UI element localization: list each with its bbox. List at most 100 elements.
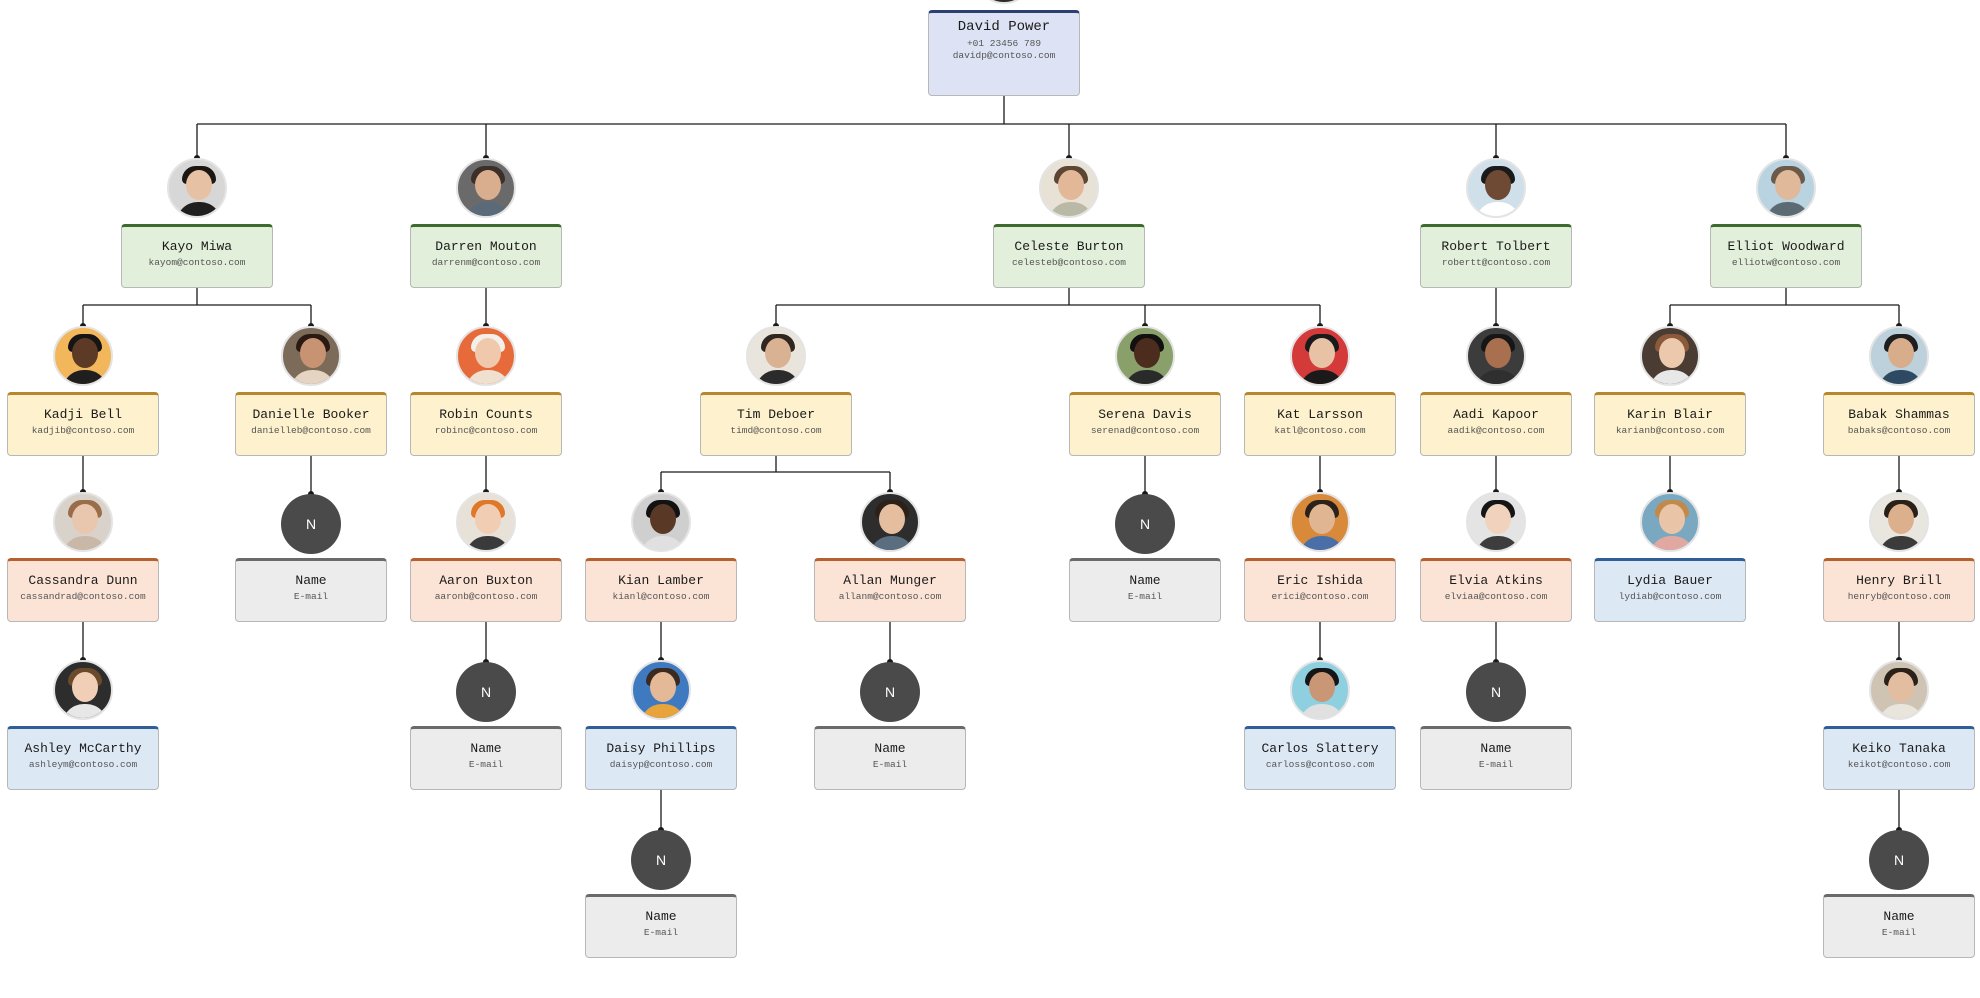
avatar-photo xyxy=(1466,492,1526,552)
avatar-photo xyxy=(1466,158,1526,218)
person-email: timd@contoso.com xyxy=(730,425,822,436)
person-name: Name xyxy=(1883,909,1915,924)
person-card[interactable]: Kat Larsson katl@contoso.com xyxy=(1244,392,1396,456)
person-email: elviaa@contoso.com xyxy=(1444,591,1548,602)
person-name: Kat Larsson xyxy=(1277,407,1363,422)
person-name: Kian Lamber xyxy=(618,573,704,588)
person-name: Serena Davis xyxy=(1098,407,1192,422)
avatar-photo xyxy=(167,158,227,218)
person-name: David Power xyxy=(957,19,1051,35)
avatar-photo xyxy=(1115,326,1175,386)
person-email: aadik@contoso.com xyxy=(1447,425,1545,436)
avatar-photo xyxy=(1869,660,1929,720)
person-email: kianl@contoso.com xyxy=(612,591,710,602)
person-email: ashleym@contoso.com xyxy=(28,759,138,770)
person-email: cassandrad@contoso.com xyxy=(20,591,146,602)
avatar-photo xyxy=(53,492,113,552)
avatar-photo xyxy=(860,492,920,552)
person-card[interactable]: Elvia Atkins elviaa@contoso.com xyxy=(1420,558,1572,622)
avatar-photo xyxy=(631,660,691,720)
person-card[interactable]: Serena Davis serenad@contoso.com xyxy=(1069,392,1221,456)
person-email: davidp@contoso.com xyxy=(952,50,1056,61)
person-name: Name xyxy=(470,741,502,756)
person-email: E-mail xyxy=(643,927,679,938)
person-email: elliotw@contoso.com xyxy=(1731,257,1841,268)
avatar-photo xyxy=(456,158,516,218)
placeholder-avatar: N xyxy=(281,494,341,554)
person-card[interactable]: Elliot Woodward elliotw@contoso.com xyxy=(1710,224,1862,288)
person-card[interactable]: Cassandra Dunn cassandrad@contoso.com xyxy=(7,558,159,622)
person-name: Name xyxy=(1129,573,1161,588)
person-card[interactable]: Danielle Booker danielleb@contoso.com xyxy=(235,392,387,456)
person-email: E-mail xyxy=(468,759,504,770)
person-email: serenad@contoso.com xyxy=(1090,425,1200,436)
person-email: carloss@contoso.com xyxy=(1265,759,1375,770)
person-email: babaks@contoso.com xyxy=(1847,425,1951,436)
person-email: kadjib@contoso.com xyxy=(31,425,135,436)
person-name: Tim Deboer xyxy=(736,407,815,422)
person-name: Name xyxy=(874,741,906,756)
person-card[interactable]: Kian Lamber kianl@contoso.com xyxy=(585,558,737,622)
person-name: Aaron Buxton xyxy=(439,573,533,588)
avatar-photo xyxy=(631,492,691,552)
avatar-photo xyxy=(1640,492,1700,552)
person-email: robinc@contoso.com xyxy=(434,425,538,436)
avatar-photo xyxy=(1869,492,1929,552)
person-name: Kayo Miwa xyxy=(161,239,233,254)
person-name: Daisy Phillips xyxy=(606,741,716,756)
person-email: aaronb@contoso.com xyxy=(434,591,538,602)
placeholder-avatar: N xyxy=(456,662,516,722)
avatar-photo xyxy=(53,326,113,386)
person-name: Celeste Burton xyxy=(1014,239,1124,254)
avatar-photo xyxy=(281,326,341,386)
avatar-photo xyxy=(1640,326,1700,386)
person-email: katl@contoso.com xyxy=(1274,425,1366,436)
person-name: Cassandra Dunn xyxy=(28,573,138,588)
person-name: Elliot Woodward xyxy=(1727,239,1845,254)
person-name: Henry Brill xyxy=(1856,573,1942,588)
person-email: danielleb@contoso.com xyxy=(251,425,371,436)
person-email: keikot@contoso.com xyxy=(1847,759,1951,770)
person-card[interactable]: Aaron Buxton aaronb@contoso.com xyxy=(410,558,562,622)
person-name: Name xyxy=(1480,741,1512,756)
person-email: E-mail xyxy=(1127,591,1163,602)
person-email: E-mail xyxy=(1881,927,1917,938)
person-name: Aadi Kapoor xyxy=(1453,407,1539,422)
person-email: E-mail xyxy=(872,759,908,770)
person-card[interactable]: Celeste Burton celesteb@contoso.com xyxy=(993,224,1145,288)
person-card[interactable]: Tim Deboer timd@contoso.com xyxy=(700,392,852,456)
person-phone: +01 23456 789 xyxy=(966,38,1042,49)
person-name: Danielle Booker xyxy=(252,407,370,422)
avatar-photo xyxy=(53,660,113,720)
person-email: robertt@contoso.com xyxy=(1441,257,1551,268)
person-name: Elvia Atkins xyxy=(1449,573,1543,588)
avatar-photo xyxy=(1039,158,1099,218)
avatar-photo xyxy=(746,326,806,386)
person-email: celesteb@contoso.com xyxy=(1011,257,1127,268)
person-card[interactable]: Aadi Kapoor aadik@contoso.com xyxy=(1420,392,1572,456)
